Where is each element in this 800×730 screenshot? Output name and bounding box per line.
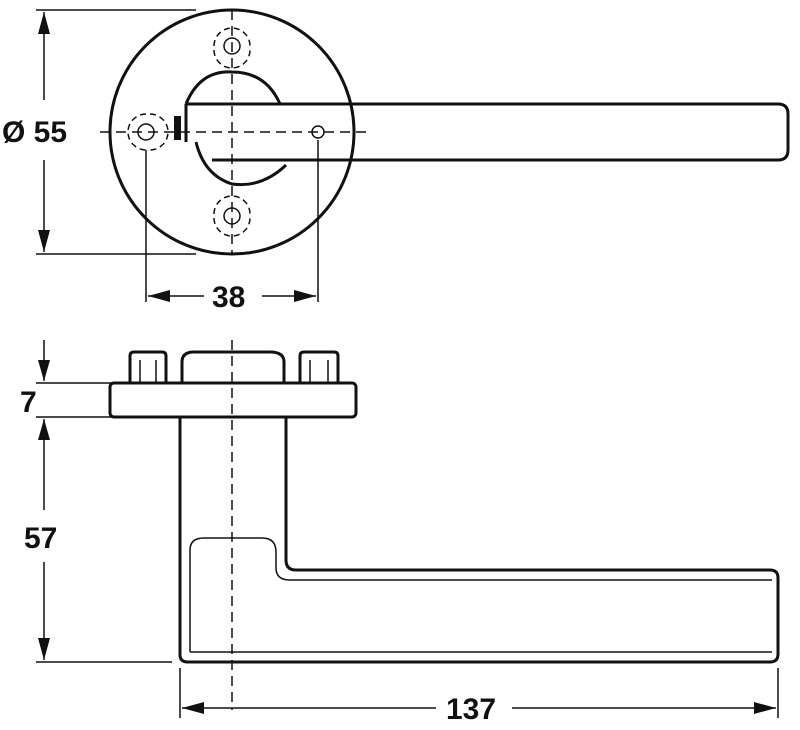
lever-arm-front (186, 102, 790, 162)
length-arrow-left (182, 702, 204, 714)
projection-label: 57 (24, 522, 57, 555)
lever-grip-pad (189, 537, 772, 652)
thick-arrow-down (38, 360, 50, 381)
lever-length-label: 137 (446, 693, 496, 726)
centres-arrow-left (148, 290, 170, 302)
bottom-screw-icon (213, 195, 251, 237)
side-view: 7 57 137 (20, 340, 780, 726)
lever-screw-icon (311, 125, 325, 139)
grub-screw (174, 116, 181, 140)
rose-thickness-label: 7 (20, 386, 37, 419)
centres-arrow-right (294, 290, 316, 302)
lever-neck-lower (194, 141, 288, 187)
proj-arrow-up (38, 419, 50, 440)
fixing-centres-label: 38 (212, 281, 245, 314)
rose-plate (108, 381, 358, 419)
dia-arrow-down (38, 230, 50, 252)
right-lug (298, 350, 340, 383)
dia-arrow-up (38, 12, 50, 34)
lever-body-side (178, 417, 780, 664)
left-screw-icon (127, 113, 169, 151)
left-lug (128, 350, 168, 383)
lever-neck-arc (184, 70, 282, 105)
front-view: Ø 55 38 (2, 8, 790, 314)
top-screw-icon (213, 27, 251, 69)
rose-diameter-label: Ø 55 (2, 116, 67, 149)
centre-boss (180, 350, 286, 383)
proj-arrow-down (38, 638, 50, 660)
length-arrow-right (754, 702, 776, 714)
